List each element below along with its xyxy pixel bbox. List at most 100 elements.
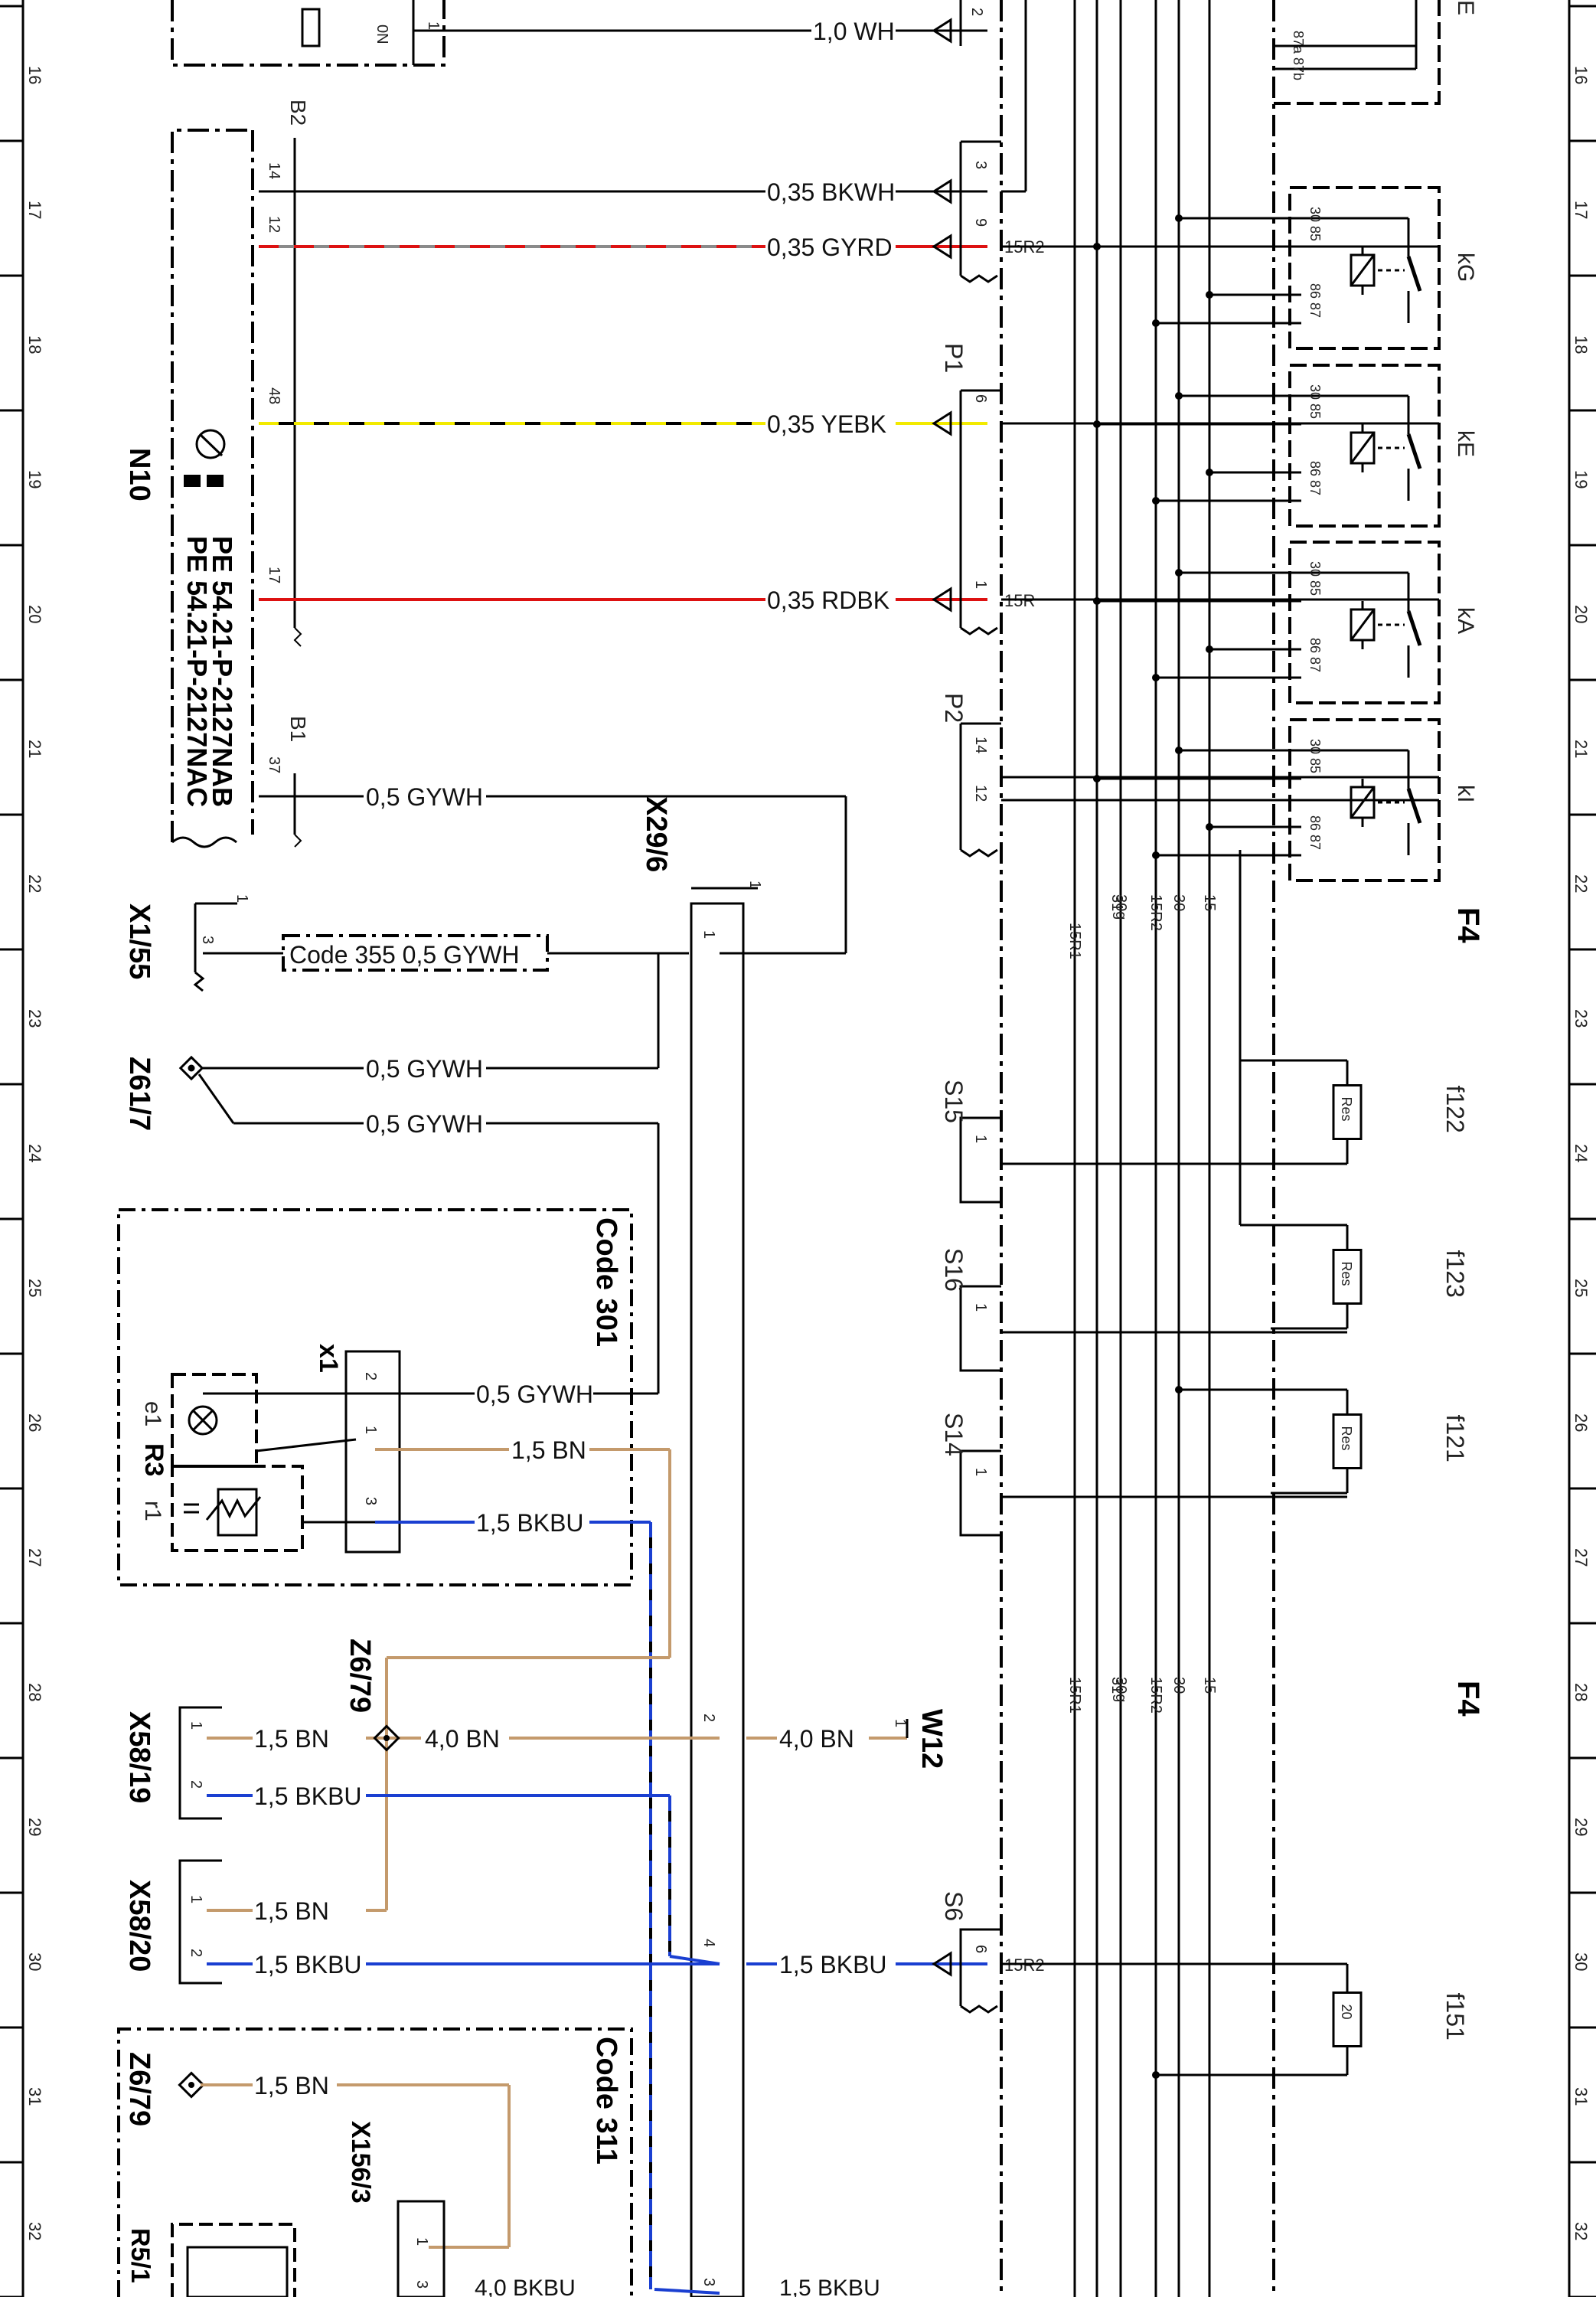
x29-6-label: X29/6 <box>640 796 672 872</box>
junction-dot <box>1175 214 1183 222</box>
wire-label-gywh-2: 0,5 GYWH <box>366 1055 483 1083</box>
wire-label-gywh-4: 0,5 GYWH <box>476 1380 593 1408</box>
row-number-28-right: 28 <box>1572 1683 1591 1701</box>
junction-dot <box>1175 569 1183 577</box>
relay-pins-bottom: 86 87 <box>1307 815 1323 850</box>
wire-rdbk <box>259 587 987 613</box>
z6-79-label-2: Z6/79 <box>123 2052 155 2126</box>
wire-label-bkbu-5: 1,5 BKBU <box>779 2276 880 2297</box>
relay-label: kE <box>1453 430 1478 457</box>
wire-label-bkbu-2: 1,5 BKBU <box>254 1782 362 1810</box>
resistor-icon <box>1332 1991 1363 2047</box>
row-number-31-left: 31 <box>25 2087 44 2106</box>
code311-label: Code 311 <box>590 2037 622 2165</box>
junction-dot <box>1175 747 1183 754</box>
code311-box: Code 311 Z6/79 1,5 BN X156/3 1 3 R5/1 4,… <box>117 2027 880 2297</box>
fuse-label: f123 <box>1441 1250 1469 1298</box>
wire-label-bn-2: 1,5 BN <box>254 1725 329 1753</box>
p1-connector <box>959 0 1001 636</box>
z6-79-label: Z6/79 <box>344 1639 376 1713</box>
pin-14: 14 <box>266 162 282 179</box>
pin-1-x156: 1 <box>413 2237 430 2246</box>
relay-label: kI <box>1453 785 1478 802</box>
switch-label: S16 <box>940 1248 968 1292</box>
row-number-22-right: 22 <box>1572 874 1591 893</box>
pin-1-x58-19: 1 <box>188 1721 204 1730</box>
row-number-24-left: 24 <box>25 1144 44 1162</box>
wire-label-bkbu-1: 1,5 BKBU <box>476 1509 584 1537</box>
relay-pins-bottom: 86 87 <box>1307 461 1323 495</box>
f4-label-top: F4 <box>1451 907 1485 943</box>
row-number-16-left: 16 <box>25 66 44 84</box>
heater-resistor-icon <box>184 1488 262 1537</box>
r3-label: R3 <box>139 1443 168 1476</box>
row-number-18-right: 18 <box>1572 335 1591 354</box>
pin-6-p1: 6 <box>972 394 989 403</box>
row-number-19-right: 19 <box>1572 470 1591 488</box>
row-number-20-right: 20 <box>1572 605 1591 623</box>
row-number-29-left: 29 <box>25 1818 44 1836</box>
top-component: 0N 1 2 <box>171 0 987 67</box>
row-number-21-left: 21 <box>25 740 44 758</box>
pin-12: 12 <box>266 216 282 233</box>
row-number-32-right: 32 <box>1572 2222 1591 2240</box>
pin-2-x58-19: 2 <box>188 1780 204 1789</box>
pin-2-x58-20: 2 <box>188 1949 204 1957</box>
f4-label-bottom: F4 <box>1451 1681 1485 1717</box>
pin-9-p1: 9 <box>972 218 989 227</box>
row-number-29-right: 29 <box>1572 1818 1591 1836</box>
fuse-label: f122 <box>1441 1086 1469 1133</box>
conn-b2: B2 <box>286 100 310 126</box>
relay-switch-icon <box>1406 433 1422 469</box>
bus-label-31-b: 31 <box>1108 1677 1125 1694</box>
pin-37: 37 <box>266 756 282 773</box>
row-number-22-left: 22 <box>25 874 44 893</box>
pin-3-x29: 3 <box>700 2278 717 2286</box>
wire-label-bkbu-3: 1,5 BKBU <box>254 1951 362 1978</box>
pin-1-x1-55: 1 <box>233 894 250 903</box>
n10-module: B2 B1 N10 PE 54.21-P-2127NAB PE 54.21-P-… <box>123 100 310 848</box>
p1-pins: 3 9 6 1 <box>972 161 989 589</box>
relay-e-label: E <box>1453 0 1478 15</box>
n10-pins: 14 12 48 17 37 <box>266 162 282 773</box>
bus-label-15-b: 15 <box>1201 1677 1218 1694</box>
resistor-icon <box>1332 1413 1363 1469</box>
relay-switch-icon <box>1406 610 1422 646</box>
code355-label: Code 355 0,5 GYWH <box>289 941 520 969</box>
fuse-label: f151 <box>1441 1993 1469 2041</box>
pin-14-p2: 14 <box>972 737 989 753</box>
bus-label-30g-b: 30g <box>1112 1677 1129 1702</box>
bus-label-15r1-b: 15R1 <box>1066 1677 1083 1714</box>
wire-label-bn-3: 1,5 BN <box>254 1897 329 1925</box>
row-number-17-right: 17 <box>1572 201 1591 219</box>
relay-switch-icon <box>1406 788 1422 824</box>
junction-dot <box>1152 497 1160 505</box>
relay-pins-top: 30 85 <box>1307 207 1323 241</box>
junction-dot <box>1152 319 1160 327</box>
bus-labels-bottom: 15R1 31 30g 15R2 30 15 <box>1066 1677 1218 1714</box>
wire-label-bkbu-4: 1,5 BKBU <box>779 1951 887 1978</box>
relay-label: kG <box>1453 253 1478 282</box>
p2-label: P2 <box>940 693 968 723</box>
row-number-19-left: 19 <box>25 470 44 488</box>
bus-bars <box>1073 0 1211 2297</box>
resistor-icon <box>1332 1084 1363 1140</box>
bus-label-15r1: 15R1 <box>1066 923 1083 959</box>
s6-connector <box>959 1928 1001 2014</box>
junction-dot <box>1093 597 1101 605</box>
wire-label-gywh-3: 0,5 GYWH <box>366 1110 483 1138</box>
relay-e-pins: 87a 87b <box>1291 31 1306 80</box>
pin-1-x1: 1 <box>362 1426 379 1434</box>
lamp-icon <box>188 1405 218 1436</box>
row-number-30-left: 30 <box>25 1952 44 1971</box>
row-number-32-left: 32 <box>25 2222 44 2240</box>
row-number-30-right: 30 <box>1572 1952 1591 1971</box>
wire-label-bkwh: 0,35 BKWH <box>767 178 895 206</box>
